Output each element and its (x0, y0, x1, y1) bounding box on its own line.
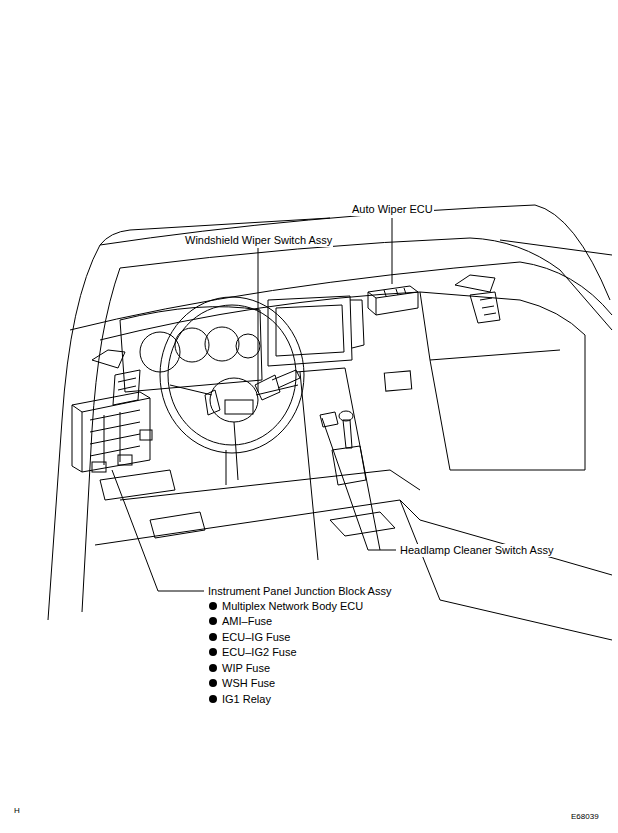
drawing-stroke (72, 398, 150, 472)
drawing-stroke (400, 500, 612, 640)
drawing-stroke (209, 679, 217, 687)
component-item: IG1 Relay (221, 693, 272, 706)
part-label: Auto Wiper ECU (351, 203, 434, 216)
part-label: Instrument Panel Junction Block Assy (207, 585, 392, 598)
drawing-stroke (48, 230, 130, 620)
drawing-stroke (258, 248, 259, 392)
drawing-stroke (209, 648, 217, 656)
component-item: WSH Fuse (221, 677, 276, 690)
drawing-stroke (384, 371, 411, 391)
drawing-stroke (209, 602, 217, 610)
part-label: Windshield Wiper Switch Assy (184, 234, 333, 247)
drawing-stroke (100, 292, 585, 470)
drawing-stroke (268, 296, 352, 366)
drawing-stroke (92, 350, 125, 368)
center-stack (268, 296, 380, 560)
drawing-stroke (384, 288, 406, 296)
drawing-stroke (168, 305, 296, 445)
drawing-stroke (209, 664, 217, 672)
wiper-switch (205, 370, 300, 415)
drawing-stroke (90, 410, 140, 456)
drawing-stroke (209, 633, 217, 641)
drawing-stroke (368, 292, 418, 315)
drawing-stroke (150, 512, 205, 538)
drawing-stroke (92, 462, 106, 472)
drawing-stroke (113, 370, 140, 405)
drawing-stroke (209, 617, 217, 625)
drawing-stroke (112, 470, 204, 591)
drawing-stroke (130, 218, 330, 230)
drawing-stroke (209, 695, 217, 703)
drawing-stroke (225, 400, 253, 414)
drawing-stroke (140, 430, 152, 440)
drawing-stroke (339, 411, 353, 421)
steering-wheel (160, 297, 304, 485)
drawing-stroke (226, 450, 238, 485)
drawing-stroke (343, 420, 352, 448)
drawing-stroke (120, 470, 420, 500)
drawing-stroke (205, 390, 220, 415)
drawing-stroke (276, 305, 344, 356)
figure-number: E68039 (570, 812, 600, 822)
drawing-stroke (118, 455, 132, 465)
component-item: ECU–IG Fuse (221, 631, 291, 644)
drawing-stroke (480, 298, 496, 315)
drawing-stroke (350, 300, 364, 348)
drawing-stroke (272, 370, 300, 388)
drawing-stroke (236, 334, 260, 358)
component-item: WIP Fuse (221, 662, 271, 675)
drawing-stroke (332, 446, 366, 485)
part-label: Headlamp Cleaner Switch Assy (399, 544, 554, 557)
drawing-stroke (455, 275, 495, 292)
drawing-stroke (368, 286, 418, 315)
drawing-stroke (160, 297, 304, 453)
drawing-stroke (392, 218, 393, 284)
dashboard (92, 275, 612, 640)
drawing-stroke (430, 360, 585, 470)
drawing-stroke (205, 327, 239, 361)
leader-lines (112, 218, 396, 591)
drawing-stroke (170, 385, 298, 450)
cabin-outline (48, 205, 612, 620)
drawing-stroke (330, 512, 395, 536)
drawing-stroke (420, 292, 560, 360)
auto-wiper-ecu (368, 286, 418, 315)
component-item: Multiplex Network Body ECU (221, 600, 364, 613)
junction-block (72, 392, 152, 472)
page-mark: H (13, 806, 21, 816)
component-item: ECU–IG2 Fuse (221, 646, 298, 659)
drawing-stroke (322, 418, 396, 550)
drawing-stroke (118, 378, 136, 390)
component-item: AMI–Fuse (221, 615, 273, 628)
drawing-stroke (72, 392, 150, 472)
drawing-stroke (100, 205, 610, 300)
bullets (209, 602, 217, 703)
drawing-stroke (500, 240, 612, 255)
drawing-stroke (470, 292, 500, 323)
